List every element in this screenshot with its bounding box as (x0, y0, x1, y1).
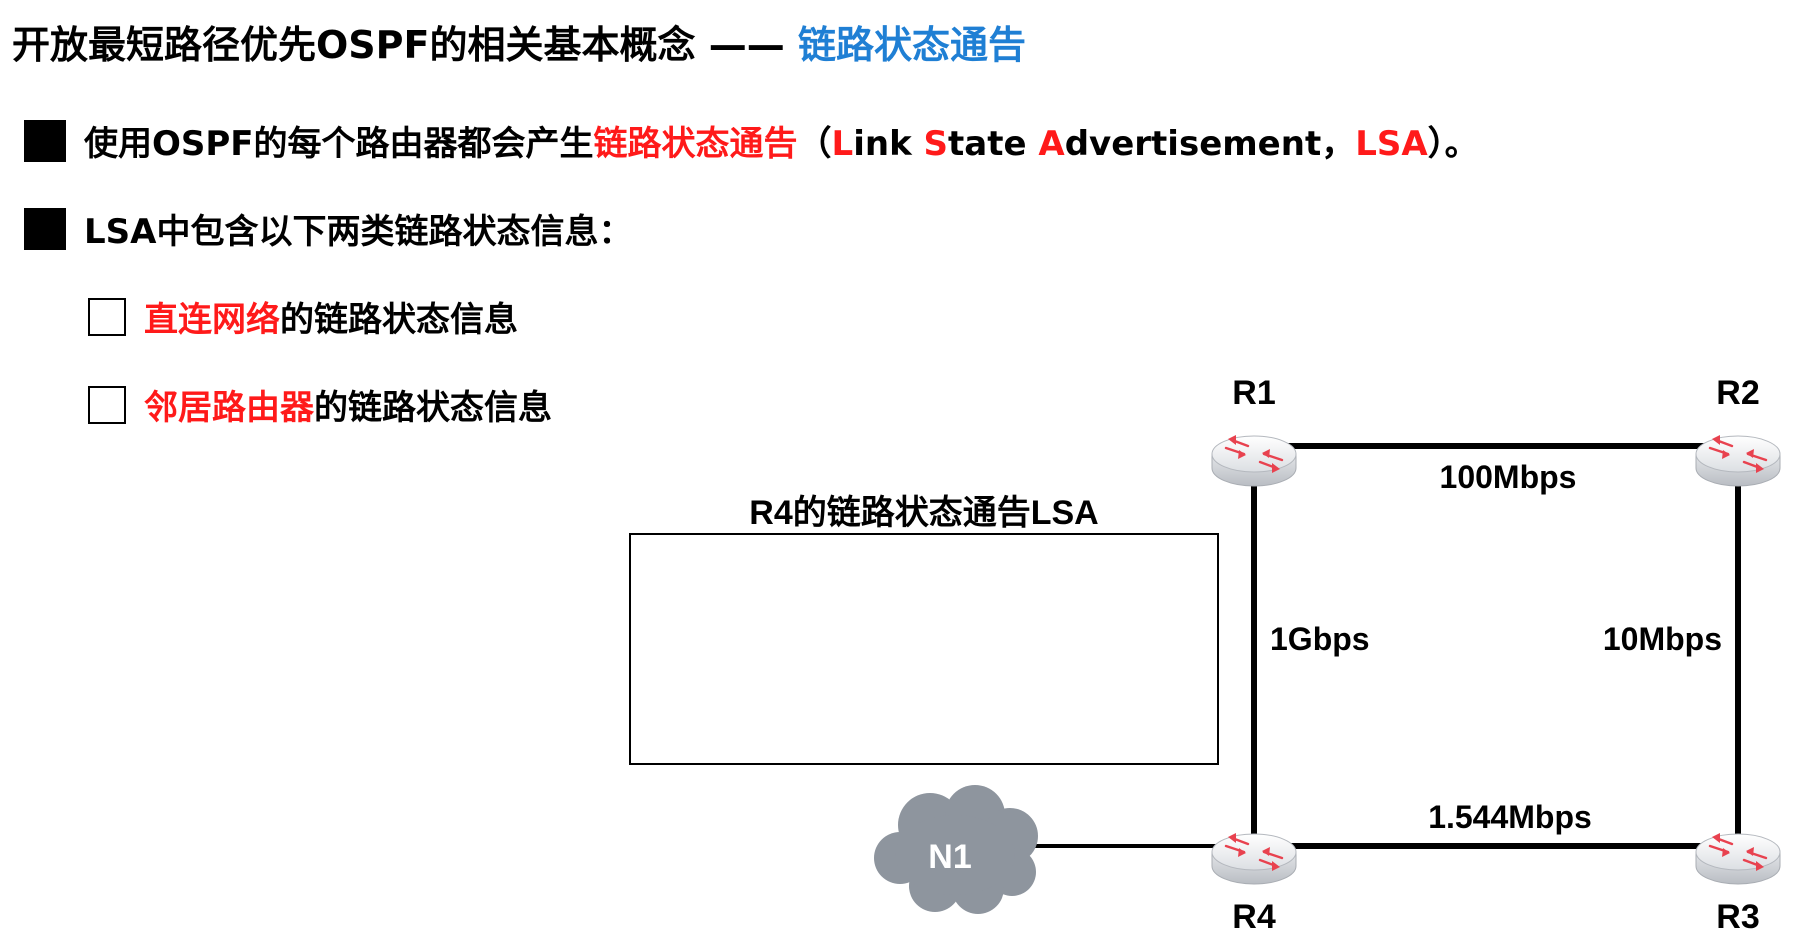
bullet-1-seg-1: 链路状态通告 (593, 124, 798, 164)
link-r4-r3-label: 1.544Mbps (1428, 799, 1592, 835)
bullet-1-seg-10: ）。 (1427, 124, 1479, 164)
empty-square-bullet-icon (88, 297, 126, 336)
router-r4-icon (1210, 831, 1298, 886)
sub-bullet-2-seg-0: 邻居路由器 (144, 388, 314, 428)
cloud-n1-label: N1 (928, 838, 971, 876)
sub-bullet-item-1: 直连网络的链路状态信息 (88, 292, 518, 341)
sub-bullet-2-seg-1: 的链路状态信息 (314, 388, 552, 428)
filled-square-bullet-icon (24, 119, 66, 162)
page-title: 开放最短路径优先OSPF的相关基本概念 —— 链路状态通告 (12, 14, 1026, 69)
sub-bullet-text-1: 直连网络的链路状态信息 (144, 292, 518, 341)
bullet-item-1: 使用OSPF的每个路由器都会产生链路状态通告（Link State Advert… (24, 116, 1479, 165)
cloud-n1-icon: N1 (874, 785, 1038, 914)
link-r1-r4-label: 1Gbps (1270, 621, 1370, 657)
router-r1-label: R1 (1232, 374, 1275, 412)
router-r4-label: R4 (1232, 898, 1276, 936)
bullet-1-seg-3: L (831, 124, 854, 164)
bullet-1-seg-6: tate (948, 124, 1039, 164)
bullet-1-seg-0: 使用OSPF的每个路由器都会产生 (84, 124, 594, 164)
lsa-box (629, 533, 1219, 765)
router-r2-icon (1694, 433, 1782, 488)
bullet-item-2: LSA中包含以下两类链路状态信息： (24, 204, 632, 253)
router-r3-icon (1694, 831, 1782, 886)
router-r3-label: R3 (1716, 898, 1759, 936)
bullet-1-seg-7: A (1038, 124, 1065, 164)
sub-bullet-item-2: 邻居路由器的链路状态信息 (88, 380, 552, 429)
page-title-highlight: 链路状态通告 (797, 23, 1026, 67)
lsa-box-label: R4的链路状态通告LSA (749, 494, 1098, 532)
router-r2-label: R2 (1716, 374, 1759, 412)
bullet-1-seg-4: ink (853, 124, 924, 164)
link-r1-r2-label: 100Mbps (1440, 459, 1577, 495)
bullet-1-seg-9: LSA (1355, 124, 1428, 164)
router-r1-icon (1210, 433, 1298, 488)
bullet-1-seg-8: dvertisement， (1064, 124, 1356, 164)
sub-bullet-text-2: 邻居路由器的链路状态信息 (144, 380, 552, 429)
link-r2-r3-label: 10Mbps (1603, 621, 1722, 657)
sub-bullet-1-seg-0: 直连网络 (144, 300, 280, 340)
filled-square-bullet-icon (24, 207, 66, 250)
page-title-main: 开放最短路径优先OSPF的相关基本概念 —— (12, 23, 798, 67)
sub-bullet-1-seg-1: 的链路状态信息 (280, 300, 518, 340)
bullet-1-seg-5: S (923, 124, 949, 164)
bullet-text-1: 使用OSPF的每个路由器都会产生链路状态通告（Link State Advert… (84, 116, 1479, 165)
bullet-text-2: LSA中包含以下两类链路状态信息： (84, 212, 633, 252)
bullet-1-seg-2: （ (797, 124, 832, 164)
empty-square-bullet-icon (88, 385, 126, 424)
